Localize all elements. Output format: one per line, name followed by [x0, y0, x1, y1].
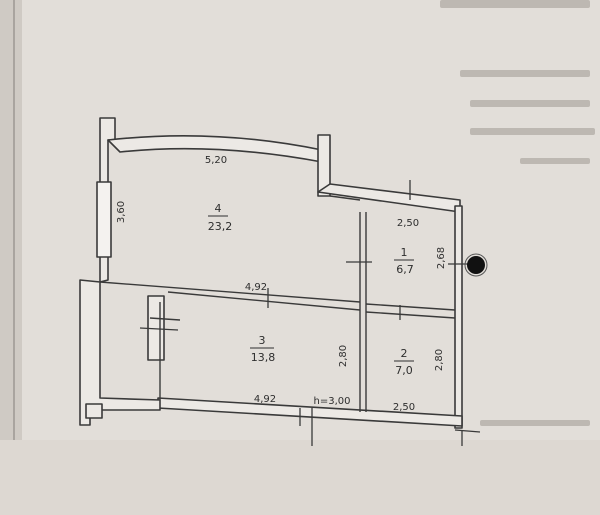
dim-room4-left: 3,60 — [116, 201, 127, 223]
room-4-number: 4 — [215, 202, 222, 215]
partitions — [99, 195, 456, 412]
left-window — [96, 181, 112, 258]
lower-left-wall — [79, 279, 161, 426]
ceiling-height: h=3,00 — [314, 396, 351, 407]
dim-room4-top: 5,20 — [205, 155, 227, 166]
room-2-number: 2 — [401, 347, 408, 360]
room-3-number: 3 — [259, 334, 266, 347]
corner-block — [85, 403, 103, 419]
outlet-marker-ring — [464, 253, 488, 277]
room-4-area: 23,2 — [208, 220, 233, 233]
room-2-label: 2 7,0 — [394, 347, 414, 377]
room-3-area: 13,8 — [251, 351, 276, 364]
dim-room2-bottom: 2,50 — [393, 402, 415, 413]
room-1-label: 1 6,7 — [394, 246, 414, 276]
room-1-number: 1 — [401, 246, 408, 259]
dim-room1-top: 2,50 — [397, 218, 419, 229]
outlet-marker — [467, 256, 485, 274]
room-3-label: 3 13,8 — [250, 334, 275, 364]
room-4-label: 4 23,2 — [208, 202, 233, 233]
top-wall-room1 — [317, 183, 461, 213]
paper-lower-tone — [0, 440, 600, 515]
dim-room3-right: 2,80 — [338, 345, 349, 367]
walls — [79, 117, 463, 429]
paper-shadow — [0, 0, 22, 515]
room-2-area: 7,0 — [395, 364, 413, 377]
dim-room4-bottom: 4,92 — [245, 282, 267, 293]
room-1-area: 6,7 — [396, 263, 414, 276]
dim-room3-bottom: 4,92 — [254, 394, 276, 405]
dim-room1-right: 2,68 — [436, 247, 447, 269]
dim-room2-right: 2,80 — [434, 349, 445, 371]
right-wall — [454, 205, 463, 429]
bleed-through-text — [440, 0, 595, 426]
door-ticks — [139, 180, 481, 446]
